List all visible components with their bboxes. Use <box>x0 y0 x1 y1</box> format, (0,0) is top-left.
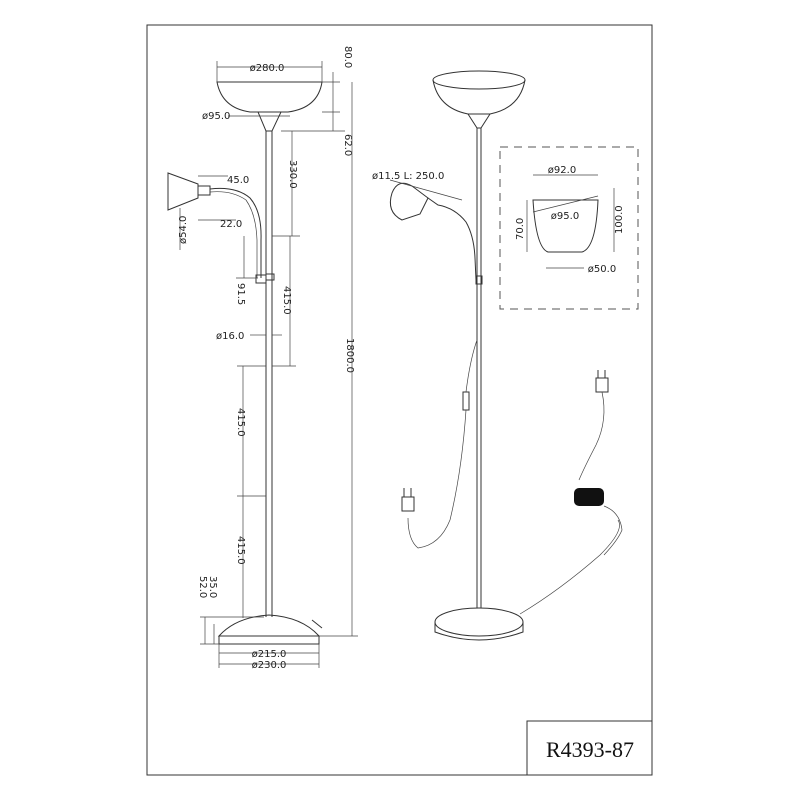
dimmer-cord <box>574 370 623 556</box>
dim-shade-height: 80.0 <box>342 46 353 68</box>
dim-neck-diameter: ø95.0 <box>202 111 230 122</box>
cord-upper <box>578 391 605 481</box>
dim-base-outer: 52.0 <box>197 576 208 598</box>
dim-flex-arm: ø11.5 L: 250.0 <box>372 171 444 182</box>
shade-detail: ø92.0 ø95.0 70.0 100.0 ø50.0 <box>499 146 639 310</box>
shade-neck-persp <box>467 113 491 129</box>
reading-shade-neck <box>198 185 211 196</box>
title-block <box>526 720 652 775</box>
dim-pole-diameter: ø16.0 <box>216 331 244 342</box>
dim-detail-height-a: 70.0 <box>515 218 526 240</box>
dim-reading-depth: 45.0 <box>227 175 249 186</box>
dim-middle-segment: 415.0 <box>235 408 246 437</box>
dim-line-flex-arm <box>389 179 463 201</box>
perspective-lamp: ø11.5 L: 250.0 <box>372 70 620 641</box>
base-plate <box>218 635 320 645</box>
reading-shade <box>167 172 199 211</box>
shade-bowl <box>432 79 526 115</box>
shade-rim <box>432 70 526 90</box>
detail-cut-line <box>532 195 599 213</box>
dim-reading-neck: 22.0 <box>220 219 242 230</box>
dimensioned-lamp: ø280.0 80.0 ø95.0 62.0 330.0 45.0 ø54.0 … <box>167 46 358 671</box>
base-cord <box>519 519 620 615</box>
base-persp <box>434 607 524 637</box>
foot-dimmer <box>574 488 604 506</box>
dimmer-knob <box>265 273 275 281</box>
dim-detail-bottom: ø50.0 <box>588 264 616 275</box>
dim-detail-height-b: 100.0 <box>614 205 625 234</box>
dim-base-inner: 35.0 <box>207 576 218 598</box>
base-rim-persp <box>434 622 524 641</box>
drawing-frame <box>146 24 653 776</box>
arm-clamp-persp <box>475 275 483 285</box>
cord-lower <box>603 505 623 556</box>
plug-right <box>595 377 609 393</box>
cord-to-pole <box>465 339 478 393</box>
dim-detail-mid: ø95.0 <box>551 211 579 222</box>
flex-arm-inner <box>209 191 258 278</box>
detail-shade <box>532 199 599 253</box>
dim-detail-top: ø92.0 <box>548 165 576 176</box>
dim-arm-drop: 330.0 <box>287 160 298 189</box>
model-code: R4393-87 <box>546 737 634 762</box>
dim-neck-height: 62.0 <box>342 134 353 156</box>
dim-base-top-diameter: ø215.0 <box>252 649 287 660</box>
dim-shade-diameter: ø280.0 <box>250 63 285 74</box>
dim-lower-segment: 415.0 <box>235 536 246 565</box>
inline-switch <box>462 391 470 411</box>
power-cord <box>407 409 467 549</box>
reading-shade-persp <box>389 182 429 221</box>
shade-neck <box>257 111 282 132</box>
dim-upper-segment: 415.0 <box>281 286 292 315</box>
detail-frame <box>499 146 639 310</box>
cord-exit <box>311 619 323 629</box>
lamp-base <box>217 614 321 637</box>
dim-reading-diameter: ø54.0 <box>178 216 189 244</box>
dim-base-diameter: ø230.0 <box>252 660 287 671</box>
uplight-shade <box>216 81 323 113</box>
plug-left <box>401 496 415 512</box>
flex-arm-persp <box>427 197 477 281</box>
dim-total-height: 1800.0 <box>344 338 355 373</box>
flex-arm <box>209 187 262 278</box>
dim-switch-offset: 91.5 <box>235 283 246 305</box>
